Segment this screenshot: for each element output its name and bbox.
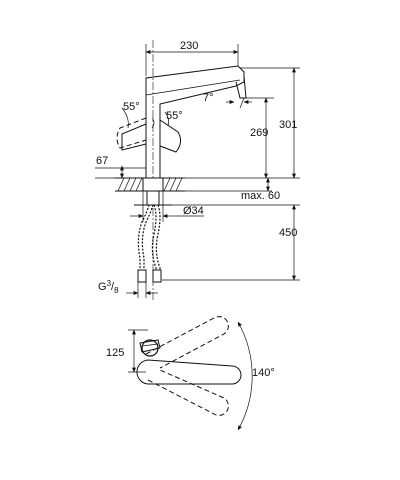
lever-dashed-left <box>116 117 147 149</box>
plan-lever <box>139 339 161 353</box>
deck <box>115 177 185 192</box>
dim-spout-reach: 230 <box>180 40 198 52</box>
elevation-view: 230 7° 55° 55° 67 269 301 max. 60 450 <box>95 40 300 300</box>
dim-swivel-angle: 140° <box>252 367 275 379</box>
plan-spout-center <box>136 359 242 385</box>
lever-right <box>159 119 182 153</box>
supply-hoses <box>137 204 162 283</box>
dim-spout-height: 269 <box>250 127 268 139</box>
dim-hose-length: 450 <box>279 227 297 239</box>
dim-lever-angle-left: 55° <box>123 101 140 113</box>
dim-max-deck-thickness: max. 60 <box>241 190 280 202</box>
faucet-body <box>145 65 245 178</box>
dim-connection-thread: G3/8 <box>98 279 119 295</box>
plan-view: 140° 125 <box>106 316 275 431</box>
swivel-arc <box>237 321 253 431</box>
dim-spout-tilt-angle: 7° <box>203 92 214 104</box>
dim-total-height: 301 <box>279 119 297 131</box>
plan-spout-lower <box>147 369 229 416</box>
dim-lever-offset: 67 <box>96 155 108 167</box>
mounting-shank <box>146 190 160 206</box>
plan-spout-upper <box>145 316 229 369</box>
dim-lever-angle-right: 55° <box>166 110 183 122</box>
lever-left <box>121 123 147 151</box>
dim-plan-offset: 125 <box>106 347 124 359</box>
dim-hole-diameter: Ø34 <box>183 205 204 217</box>
